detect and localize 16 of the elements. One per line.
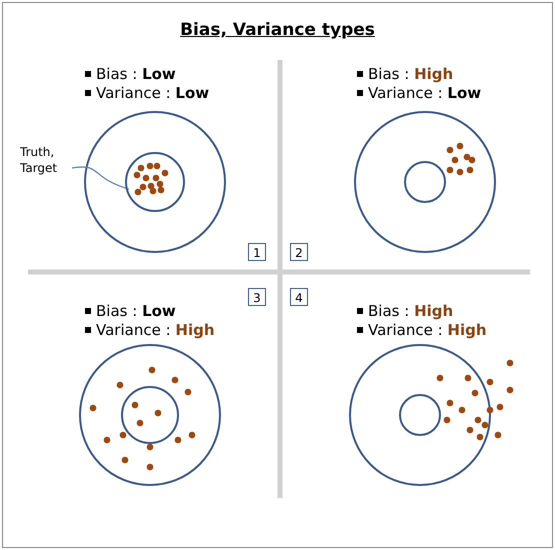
variance-label: Variance : High: [368, 321, 487, 339]
quadrant-number: 4: [290, 288, 308, 306]
target-center-circle: [125, 152, 185, 212]
bias-label: Bias : Low: [96, 65, 176, 83]
bias-label: Bias : Low: [96, 302, 176, 320]
leader-line: [72, 166, 130, 190]
quadrant-number: 2: [290, 243, 308, 261]
bias-label: Bias : High: [368, 65, 454, 83]
quadrant-number: 3: [248, 288, 266, 306]
diagram-title: Bias, Variance types: [179, 20, 376, 40]
variance-label: Variance : Low: [368, 84, 482, 102]
variance-label: Variance : High: [96, 321, 215, 339]
variance-label: Variance : Low: [96, 84, 210, 102]
quadrant-number: 1: [248, 243, 266, 261]
bias-label: Bias : High: [368, 302, 454, 320]
annotation-text: Truth, Target: [20, 144, 70, 176]
